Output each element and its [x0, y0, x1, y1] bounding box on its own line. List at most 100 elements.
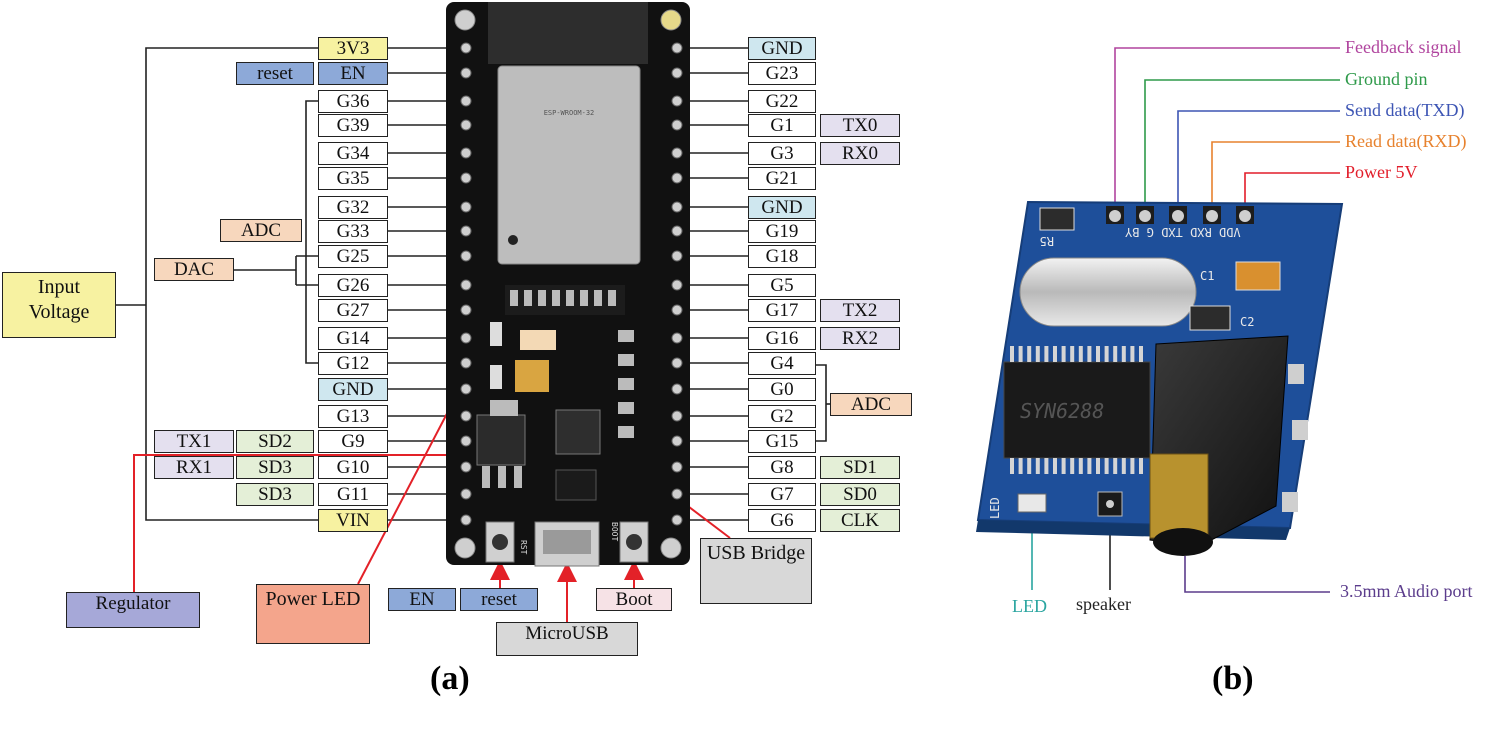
pin-right	[671, 95, 683, 107]
rx0-label: RX0	[820, 142, 900, 165]
regulator-tab	[490, 400, 518, 416]
clk-label: CLK	[820, 509, 900, 532]
right-pin-label-g5: G5	[748, 274, 816, 297]
syn6288-chip	[1003, 361, 1151, 459]
smd-part	[524, 290, 532, 306]
chip-pin-bottom	[1130, 458, 1135, 474]
tx0-label: TX0	[820, 114, 900, 137]
chip-pin-bottom	[1087, 458, 1092, 474]
pin-right	[671, 147, 683, 159]
pin-left	[460, 410, 472, 422]
pin-left	[460, 172, 472, 184]
left-pin-label-en: EN	[318, 62, 388, 85]
chip-pin-bottom	[1035, 458, 1040, 474]
c1-part	[1235, 261, 1281, 291]
jack-lug	[1282, 492, 1298, 512]
left-pin-label-gnd: GND	[318, 378, 388, 401]
pin-left	[460, 225, 472, 237]
ground-pin-label: Ground pin	[1345, 69, 1428, 89]
right-pin-label-g22: G22	[748, 90, 816, 113]
pin-left	[460, 332, 472, 344]
smd-row	[505, 285, 625, 315]
header-pin	[1239, 210, 1251, 222]
ground-line	[1144, 79, 1340, 206]
pin-right	[671, 119, 683, 131]
pin-left	[460, 119, 472, 131]
chip-pin-bottom	[1044, 458, 1049, 474]
power-led-label: Power LED	[256, 584, 370, 644]
send-line	[1177, 110, 1340, 206]
chip-pin-bottom	[1104, 458, 1109, 474]
left-pin-label-g33: G33	[318, 220, 388, 243]
chip-label: SYN6288	[1020, 399, 1104, 423]
left-pin-label-g12: G12	[318, 352, 388, 375]
left-pin-label-g9: G9	[318, 430, 388, 453]
header-pin	[1172, 210, 1184, 222]
right-pin-label-g15: G15	[748, 430, 816, 453]
regulator-label: Regulator	[66, 592, 200, 628]
pin-right	[671, 461, 683, 473]
send-data-label: Send data(TXD)	[1345, 100, 1465, 120]
diode	[555, 469, 597, 501]
boot-button-cap	[626, 534, 642, 550]
left-pin-label-g26: G26	[318, 274, 388, 297]
pin-right	[671, 250, 683, 262]
right-pin-label-g17: G17	[748, 299, 816, 322]
power-led-part	[490, 322, 502, 346]
adc-left-label: ADC	[220, 219, 302, 242]
pin-left	[460, 435, 472, 447]
audio-port-label: 3.5mm Audio port	[1340, 581, 1473, 601]
chip-pin-bottom	[1113, 458, 1118, 474]
chip-pin-bottom	[1096, 458, 1100, 474]
jack-lug	[1288, 364, 1304, 384]
audio-line	[1184, 556, 1330, 593]
reset-bottom-label: reset	[460, 588, 538, 611]
smd-resistor	[618, 426, 634, 438]
right-pin-label-g8: G8	[748, 456, 816, 479]
module-label: ESP-WROOM-32	[544, 109, 595, 117]
header-pin	[1206, 210, 1218, 222]
pin-left	[460, 201, 472, 213]
left-pin-label-g11: G11	[318, 483, 388, 506]
left-pin-label-vin: VIN	[318, 509, 388, 532]
chip-pin-top	[1027, 346, 1032, 362]
right-pin-label-g19: G19	[748, 220, 816, 243]
smd-part	[594, 290, 602, 306]
left-pin-label-g32: G32	[318, 196, 388, 219]
left-pin-label-g25: G25	[318, 245, 388, 268]
header-pin	[1139, 210, 1151, 222]
pin-right	[671, 383, 683, 395]
speaker-hole	[1106, 500, 1114, 508]
usb-bridge-label: USB Bridge	[700, 538, 812, 604]
pin-right	[671, 42, 683, 54]
pin-left	[460, 95, 472, 107]
en-bottom-label: EN	[388, 588, 456, 611]
chip-pin-top	[1035, 346, 1040, 362]
capacitor	[520, 330, 556, 350]
rst-button-cap	[492, 534, 508, 550]
chip-pin-top	[1139, 346, 1143, 362]
regulator-arrow	[133, 445, 480, 592]
pin-left	[460, 461, 472, 473]
pin-right	[671, 279, 683, 291]
chip-pin-bottom	[1010, 458, 1014, 474]
right-pin-label-g1: G1	[748, 114, 816, 137]
mounting-hole	[454, 537, 476, 559]
sd0-label: SD0	[820, 483, 900, 506]
smd-part	[580, 290, 588, 306]
mounting-hole	[454, 9, 476, 31]
pin-right	[671, 435, 683, 447]
left-pin-label-g13: G13	[318, 405, 388, 428]
chip-pin-top	[1087, 346, 1092, 362]
led-label: LED	[1012, 596, 1047, 616]
led-silk: LED	[988, 497, 1002, 519]
pin-right	[671, 304, 683, 316]
pin-right	[671, 514, 683, 526]
regulator-leg	[514, 466, 522, 488]
chip-pin-top	[1061, 346, 1066, 362]
reset-label: reset	[236, 62, 314, 85]
right-pin-label-g2: G2	[748, 405, 816, 428]
right-pin-label-g23: G23	[748, 62, 816, 85]
